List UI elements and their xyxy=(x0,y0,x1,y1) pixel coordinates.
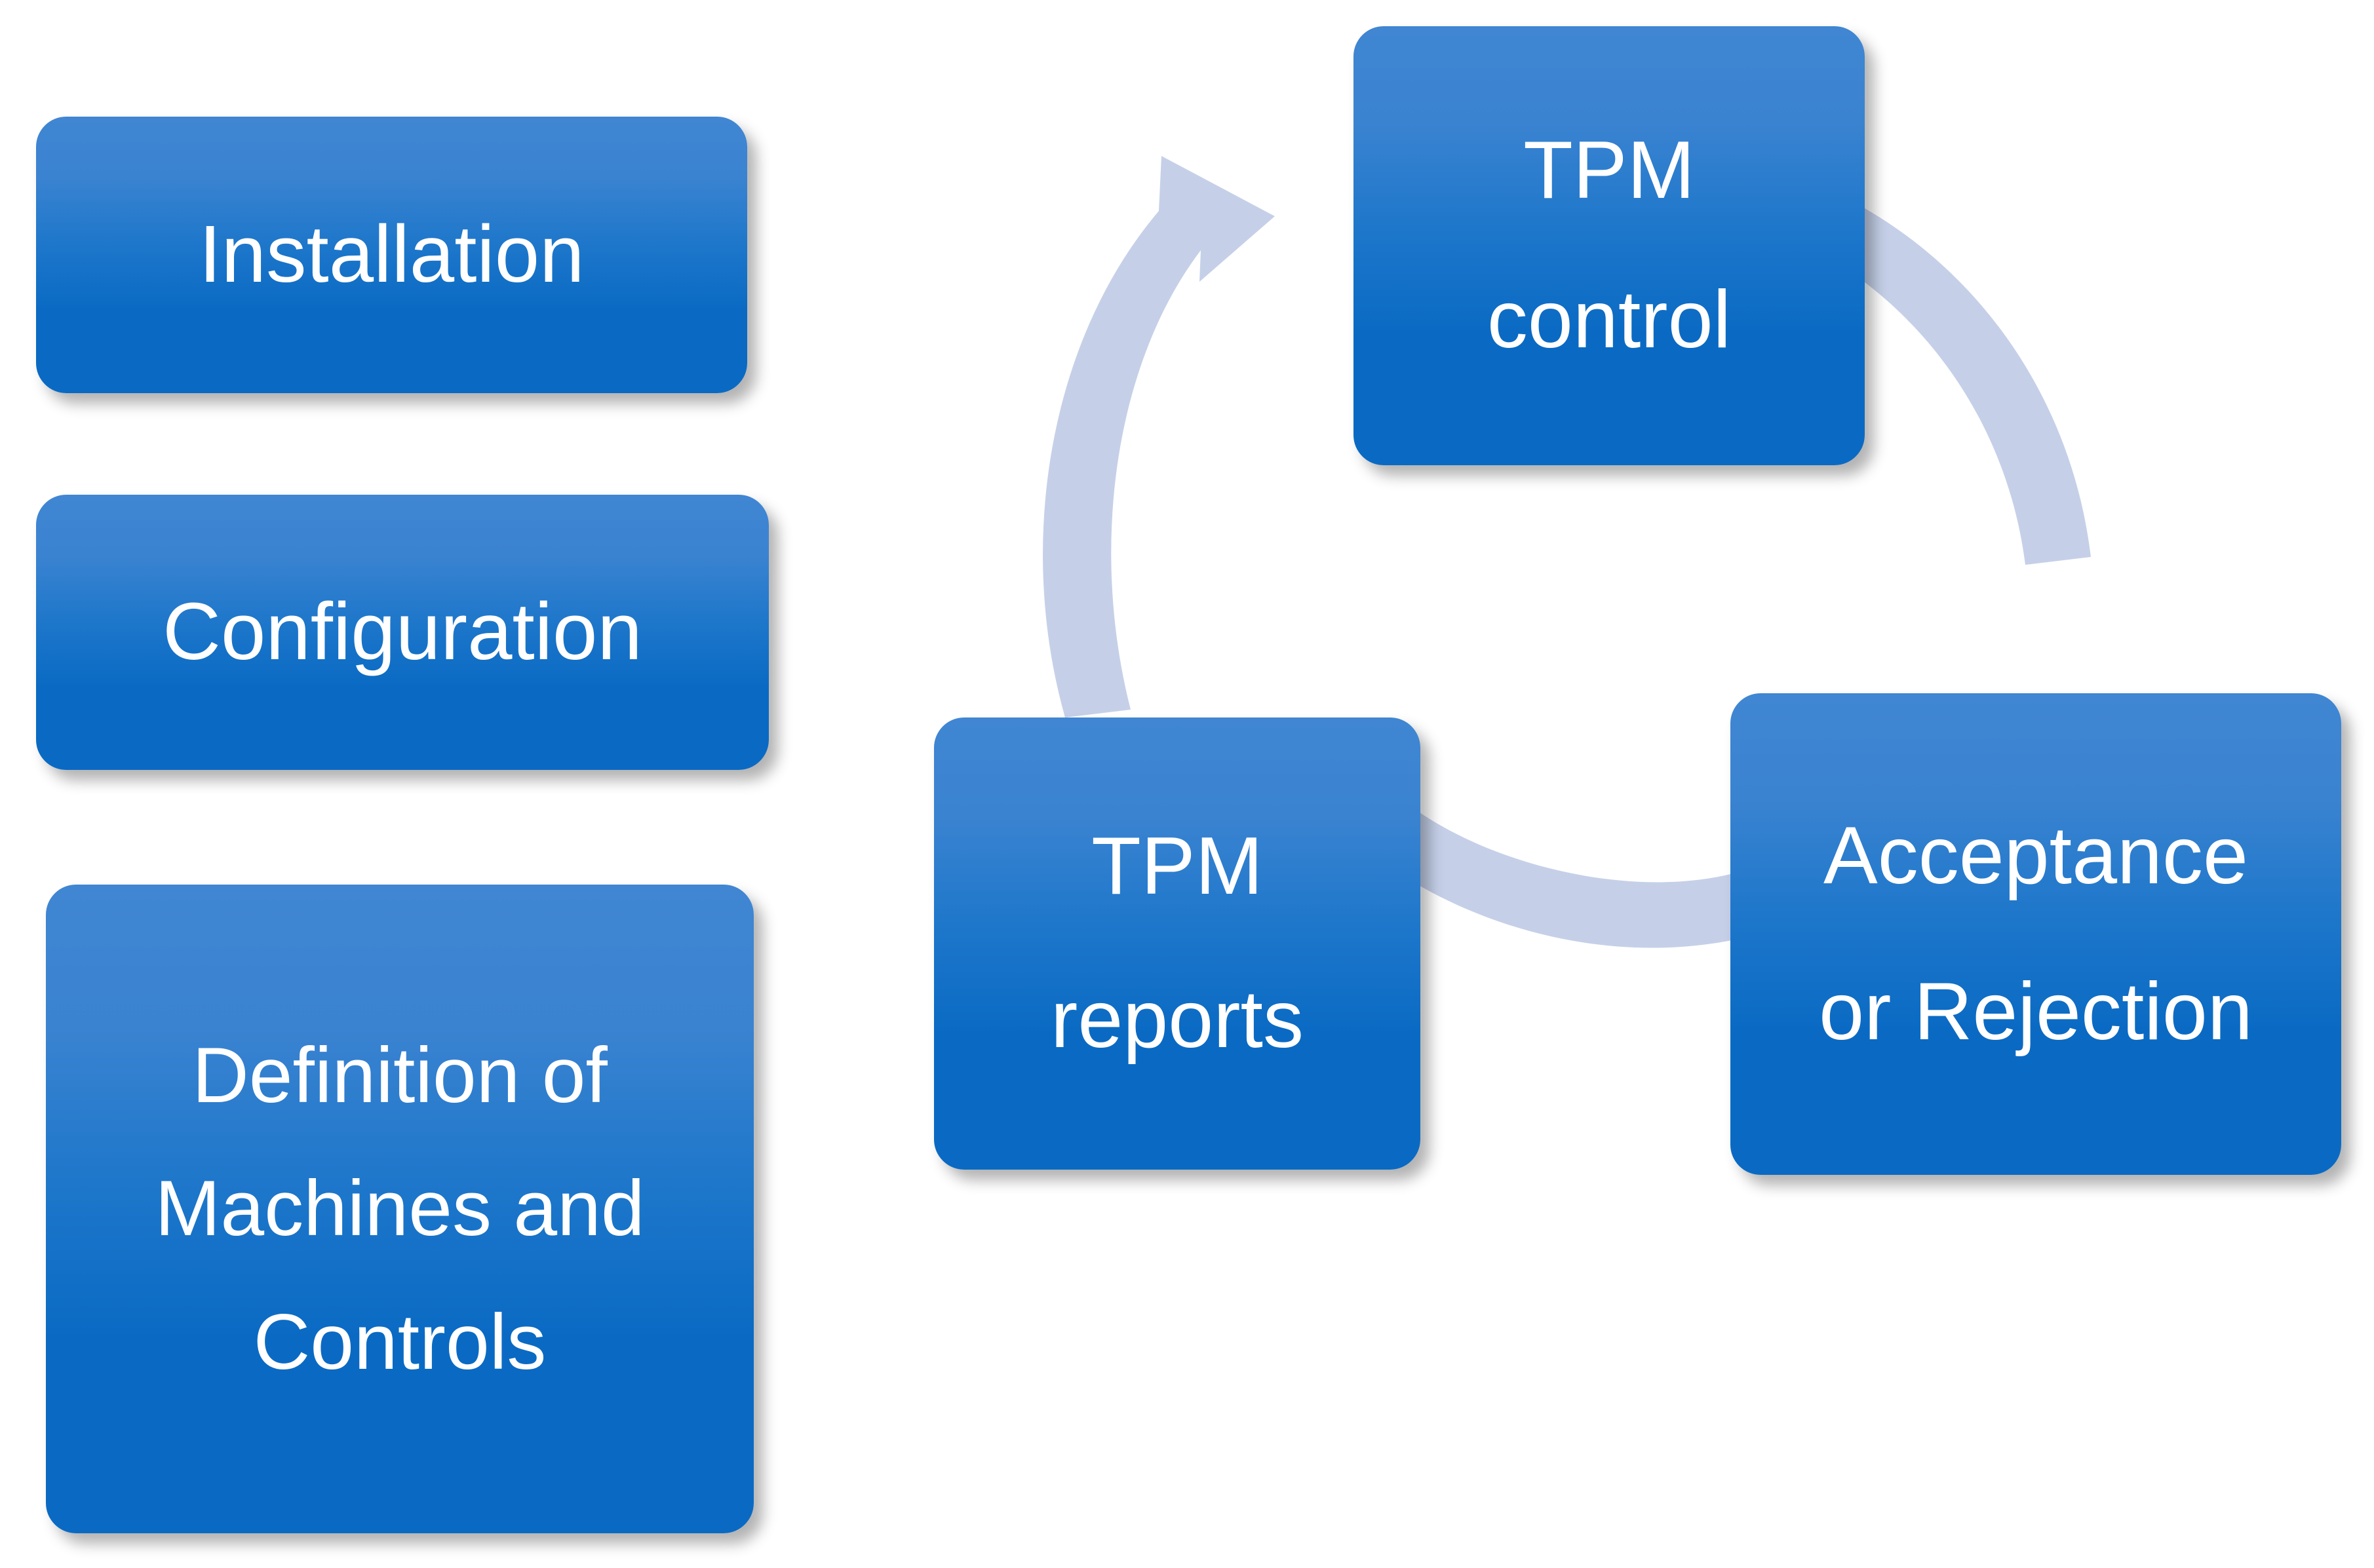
process-box-definition-line-1: Definition of xyxy=(192,1031,608,1119)
arc-acceptance-to-reports-icon xyxy=(1396,813,1760,948)
process-box-configuration-line-1: Configuration xyxy=(163,586,642,677)
cycle-box-acceptance-line-2: or Rejection xyxy=(1819,966,2253,1057)
arc-reports-to-control-icon xyxy=(1043,156,1275,717)
cycle-box-tpm-reports[interactable]: TPM reports xyxy=(934,717,1420,1170)
process-box-definition-line-2: Machines and xyxy=(155,1164,645,1253)
cycle-box-tpm-control-line-1: TPM xyxy=(1523,125,1695,216)
process-box-definition-line-3: Controls xyxy=(253,1297,547,1386)
cycle-box-tpm-control-line-2: control xyxy=(1487,275,1732,365)
cycle-box-tpm-reports-line-1: TPM xyxy=(1091,821,1263,912)
process-box-installation[interactable]: Installation xyxy=(36,117,747,393)
cycle-box-tpm-control[interactable]: TPM control xyxy=(1353,26,1865,465)
cycle-box-tpm-reports-line-2: reports xyxy=(1051,974,1304,1065)
process-box-definition-of-machines-and-controls[interactable]: Definition of Machines and Controls xyxy=(46,885,754,1533)
process-box-installation-line-1: Installation xyxy=(199,209,585,299)
process-box-configuration[interactable]: Configuration xyxy=(36,495,769,770)
cycle-box-acceptance-or-rejection[interactable]: Acceptance or Rejection xyxy=(1730,693,2341,1175)
cycle-box-acceptance-line-1: Acceptance xyxy=(1823,810,2248,901)
